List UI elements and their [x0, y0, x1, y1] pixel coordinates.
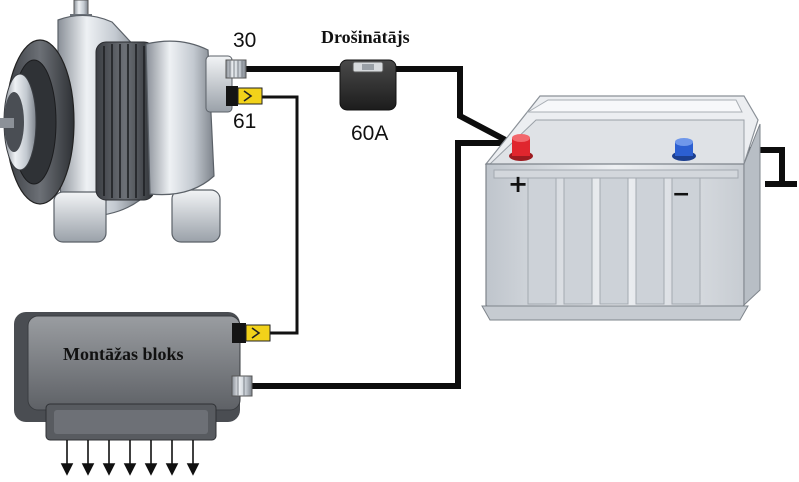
down-arrow-icon — [123, 440, 137, 476]
battery-terminal-negative — [672, 138, 696, 161]
fuse-rating: 60A — [351, 122, 389, 145]
down-arrow-icon — [144, 440, 158, 476]
mounting-module — [14, 312, 271, 441]
alternator — [0, 0, 263, 243]
battery-minus-label: − — [672, 182, 691, 207]
battery-terminal-positive — [509, 134, 533, 161]
wire-module-to-battery — [247, 140, 516, 389]
output-arrows — [60, 440, 200, 476]
down-arrow-icon — [186, 440, 200, 476]
fuse-title: Drošinātājs — [321, 27, 410, 47]
terminal-30-label: 30 — [233, 29, 257, 52]
down-arrow-icon — [102, 440, 116, 476]
module-title: Montāžas bloks — [63, 344, 184, 364]
battery — [481, 95, 761, 321]
down-arrow-icon — [60, 440, 74, 476]
battery-plus-label: + — [508, 170, 529, 198]
ground-symbol-icon — [765, 181, 797, 187]
wire-fuse-to-battery — [395, 66, 518, 149]
down-arrow-icon — [165, 440, 179, 476]
fuse — [339, 59, 397, 111]
wire-61-to-module — [258, 95, 299, 335]
down-arrow-icon — [81, 440, 95, 476]
terminal-61-label: 61 — [233, 110, 257, 133]
